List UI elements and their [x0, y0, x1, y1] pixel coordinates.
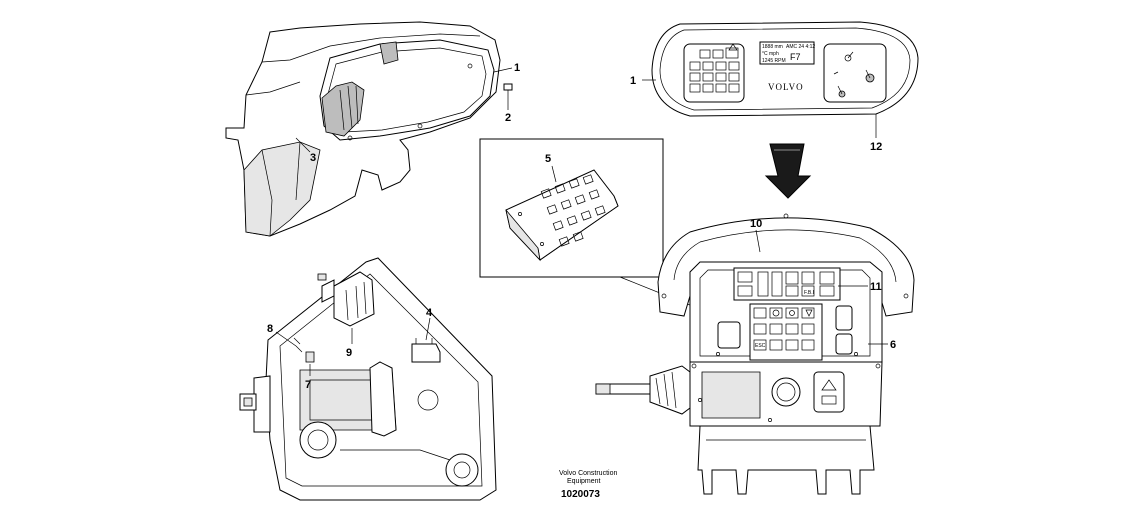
- keypad-fbi-label: F.B.I: [804, 290, 814, 296]
- callout-10: 10: [750, 218, 762, 230]
- transition-arrow-icon: [764, 143, 812, 199]
- display-line-2: °C mph: [762, 51, 779, 57]
- callout-4: 4: [426, 307, 433, 319]
- caption-figure-number: 1020073: [561, 489, 600, 500]
- display-col-2: AMC 24 4:12: [786, 44, 815, 50]
- display-code: F7: [790, 52, 801, 62]
- callout-3: 3: [310, 152, 316, 164]
- display-line-1: 1888 mm: [762, 44, 783, 50]
- warning-lamp-grid: [689, 43, 740, 93]
- control-panel-assembly: F.B.I ESC: [595, 213, 915, 495]
- keypad-esc-label: ESC: [755, 343, 766, 349]
- callout-6: 6: [890, 339, 896, 351]
- callout-1-left: 1: [514, 62, 520, 74]
- caption-company-line-1: Volvo Construction: [559, 470, 617, 477]
- callout-12: 12: [870, 141, 882, 153]
- instrument-cluster-front: 1888 mm AMC 24 4:12 °C mph 1245 RPM F7 V…: [630, 21, 919, 153]
- callout-1-right: 1: [630, 75, 636, 87]
- caption-company-line-2: Equipment: [567, 478, 601, 485]
- callout-2: 2: [505, 112, 511, 124]
- callout-8: 8: [267, 323, 273, 335]
- figure-caption: Volvo Construction Equipment 1020073: [559, 470, 617, 500]
- keypad-detail-box: 5: [479, 138, 755, 331]
- display-line-3: 1245 RPM: [762, 58, 786, 64]
- callout-9: 9: [346, 347, 352, 359]
- volvo-logo-text: VOLVO: [768, 82, 804, 92]
- dashboard-housing-assembly: 1 2 3: [225, 21, 520, 237]
- side-console-assembly: 4 8 9 7: [239, 257, 497, 501]
- callout-7: 7: [305, 379, 311, 391]
- callout-11: 11: [870, 281, 882, 293]
- callout-5: 5: [545, 153, 551, 165]
